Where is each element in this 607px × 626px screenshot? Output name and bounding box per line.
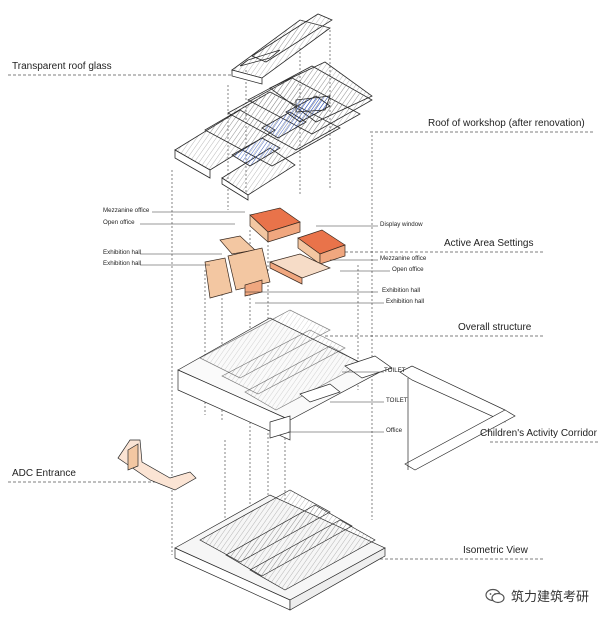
workshop-roof-layer xyxy=(174,61,373,201)
isometric-view-layer xyxy=(174,489,386,611)
label-roof-workshop: Roof of workshop (after renovation) xyxy=(428,118,585,129)
label-isometric-view: Isometric View xyxy=(463,545,528,556)
callout-exhibition-hall-4: Exhibition hall xyxy=(386,298,425,305)
callout-exhibition-hall-1: Exhibition hall xyxy=(103,249,142,256)
label-active-area: Active Area Settings xyxy=(444,238,534,249)
callout-toilet-1: TOILET xyxy=(384,367,406,374)
overall-structure-layer xyxy=(177,309,393,441)
callout-toilet-2: TOILET xyxy=(386,397,408,404)
childrens-corridor-layer xyxy=(399,365,516,471)
watermark-text: 筑力建筑考研 xyxy=(510,590,589,605)
label-overall-structure: Overall structure xyxy=(458,322,532,333)
transparent-roof-glass-layer xyxy=(231,13,333,85)
active-area-layer xyxy=(204,207,346,299)
callout-exhibition-hall-3: Exhibition hall xyxy=(382,287,421,294)
label-childrens-corridor: Children's Activity Corridor xyxy=(480,428,597,439)
label-leader-lines xyxy=(8,74,600,560)
callout-exhibition-hall-2: Exhibition hall xyxy=(103,260,142,267)
callout-display-window: Display window xyxy=(380,221,423,228)
label-transparent-roof-glass: Transparent roof glass xyxy=(12,61,112,72)
watermark: 筑力建筑考研 xyxy=(485,586,589,605)
label-adc-entrance: ADC Entrance xyxy=(12,468,76,479)
callout-leader-lines xyxy=(140,211,390,433)
callout-open-office-left: Open office xyxy=(103,219,135,226)
adc-entrance-layer xyxy=(117,439,197,491)
callout-office: Office xyxy=(386,427,403,434)
callout-mezzanine-office-left: Mezzanine office xyxy=(103,207,150,214)
callout-open-office-right: Open office xyxy=(392,266,424,273)
wechat-icon xyxy=(485,588,505,603)
callout-mezzanine-office-right: Mezzanine office xyxy=(380,255,427,262)
